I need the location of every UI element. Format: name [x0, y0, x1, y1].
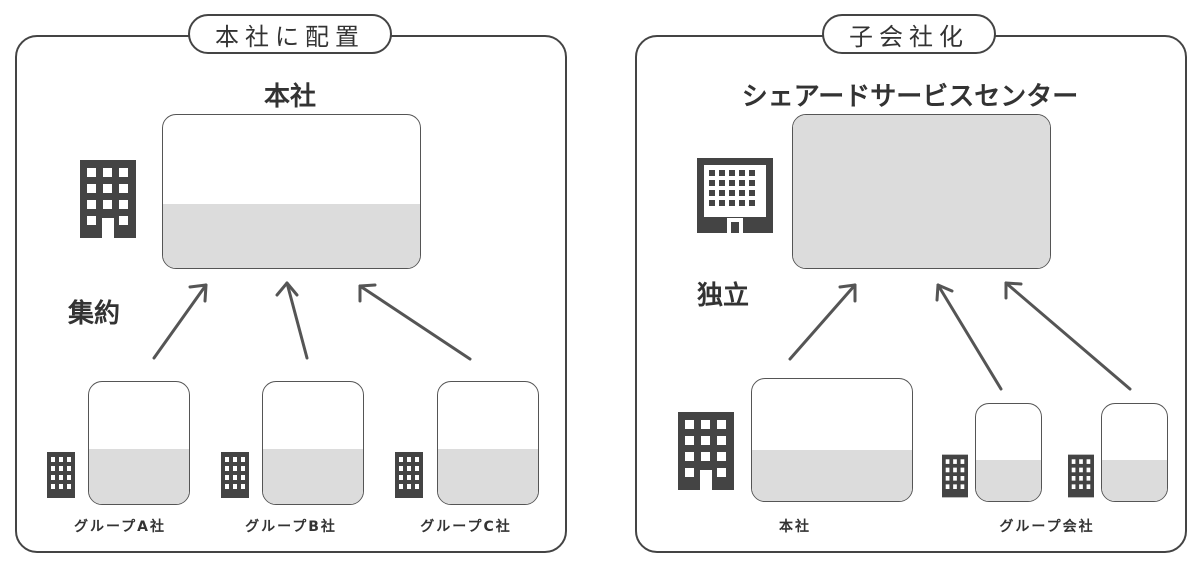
right-group-box-1 [975, 403, 1042, 502]
building-icon [47, 452, 75, 498]
right-hq-box-fill [752, 449, 912, 501]
right-group-label: グループ会社 [999, 519, 1095, 535]
right-hq-label: 本社 [779, 519, 811, 535]
left-group-c-box [437, 381, 539, 505]
left-side-label: 集約 [68, 299, 121, 329]
left-hq-box-fill [163, 203, 420, 268]
left-hq-label: 本社 [263, 82, 316, 112]
right-ssc-label: シェアードサービスセンター [741, 82, 1079, 112]
left-group-b-box [262, 381, 364, 505]
building-icon [395, 452, 423, 498]
building-icon [942, 454, 968, 498]
left-hq-box [162, 114, 421, 269]
left-group-a-box [88, 381, 190, 505]
right-hq-box [751, 378, 913, 502]
left-group-c-fill [438, 449, 538, 504]
right-ssc-box [792, 114, 1051, 269]
building-icon [1068, 454, 1094, 498]
left-group-b-label: グループB社 [245, 519, 337, 535]
right-ssc-box-fill [793, 115, 1050, 268]
office-building-icon [678, 412, 734, 490]
left-group-a-label: グループA社 [74, 519, 166, 535]
right-panel-title: 子会社化 [822, 14, 996, 54]
right-group-box-1-fill [976, 460, 1041, 501]
office-building-icon [80, 160, 136, 238]
office-building-icon [697, 158, 773, 233]
left-panel-title: 本社に配置 [188, 14, 392, 54]
right-side-label: 独立 [697, 281, 750, 311]
left-group-c-label: グループC社 [420, 519, 512, 535]
building-icon [221, 452, 249, 498]
left-group-b-fill [263, 449, 363, 504]
right-group-box-2 [1101, 403, 1168, 502]
right-group-box-2-fill [1102, 460, 1167, 501]
left-group-a-fill [89, 449, 189, 504]
